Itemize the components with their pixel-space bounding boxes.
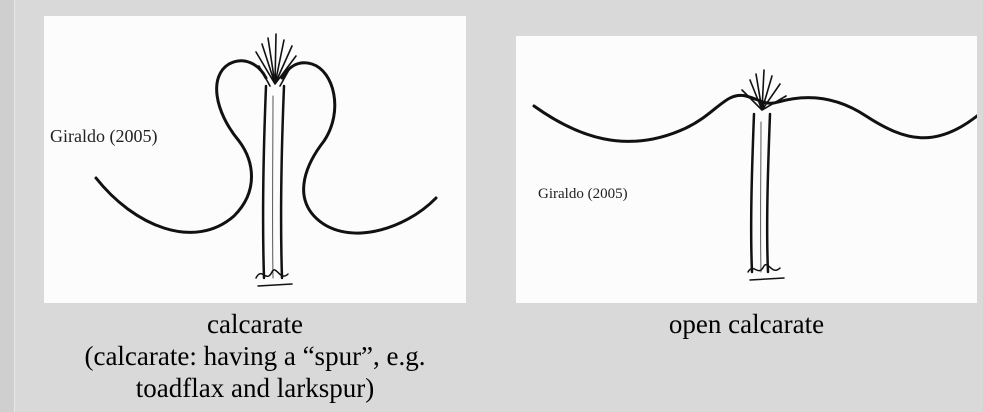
calcarate-right-wing: [280, 61, 438, 235]
calcarate-plume: [255, 33, 297, 87]
open-calcarate-caption: open calcarate: [516, 308, 977, 340]
open-calcarate-stem-right: [765, 112, 772, 274]
open-calcarate-signature: [747, 263, 785, 281]
open-calcarate-wave: [532, 93, 977, 143]
calcarate-stem-left: [261, 84, 268, 280]
calcarate-left-wing: [94, 59, 268, 234]
calcarate-caption: calcarate (calcarate: having a “spur”, e…: [30, 308, 480, 404]
calcarate-caption-definition: (calcarate: having a “spur”, e.g.: [84, 341, 426, 371]
left-border: [0, 0, 15, 412]
calcarate-caption-title: calcarate: [207, 309, 303, 339]
calcarate-signature: [255, 269, 293, 287]
open-calcarate-drawing: [532, 69, 977, 281]
open-calcarate-caption-title: open calcarate: [668, 309, 825, 339]
open-calcarate-stem-left: [749, 112, 756, 274]
calcarate-stem-right: [279, 84, 286, 280]
calcarate-sketch: Giraldo (2005): [44, 16, 466, 303]
open-calcarate-plume: [741, 69, 787, 111]
open-calcarate-credit: Giraldo (2005): [538, 186, 628, 202]
calcarate-credit: Giraldo (2005): [50, 126, 158, 146]
open-calcarate-sketch: Giraldo (2005): [516, 36, 977, 303]
calcarate-drawing: [94, 33, 438, 287]
calcarate-caption-examples: toadflax and larkspur): [135, 373, 375, 403]
